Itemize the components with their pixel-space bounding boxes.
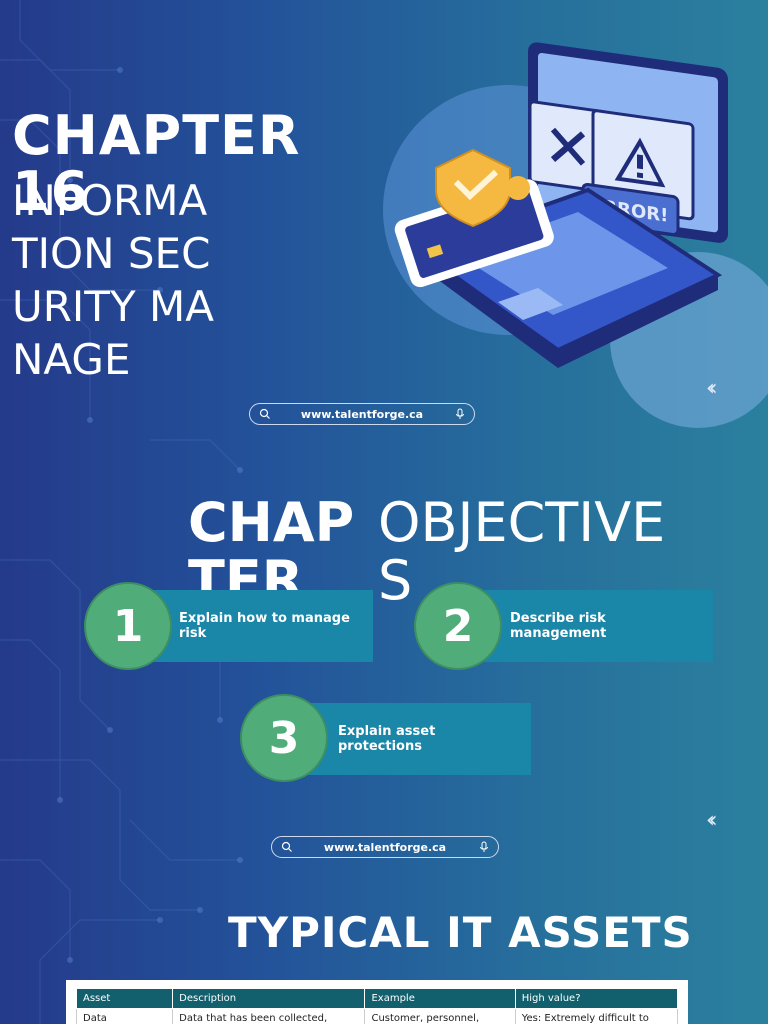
objective-number-2: 2 xyxy=(414,582,502,670)
objective-text: Describe risk management xyxy=(510,611,607,641)
objective-text: Explain asset protections xyxy=(338,724,436,754)
table-header-cell: Asset xyxy=(75,988,174,1009)
search-bar[interactable]: www.talentforge.ca xyxy=(249,403,475,425)
laptop-security-illustration: ERROR! xyxy=(383,42,768,428)
double-chevron-left-icon[interactable]: ‹‹ xyxy=(706,376,717,401)
assets-table: Asset Description Example High value? Da… xyxy=(75,988,679,1024)
table-cell: Data that has been collected, xyxy=(172,1008,366,1024)
chapter-subtitle: INFORMATION SECURITY MANAGE xyxy=(12,176,214,384)
table-cell: Customer, personnel, xyxy=(364,1008,516,1024)
table-cell: Data xyxy=(75,1008,174,1024)
search-url: www.talentforge.ca xyxy=(300,407,424,421)
double-chevron-left-icon[interactable]: ‹‹ xyxy=(706,808,717,833)
table-header-row: Asset Description Example High value? xyxy=(75,988,679,1009)
table-header-cell: Example xyxy=(364,988,516,1009)
table-header-cell: High value? xyxy=(514,988,679,1009)
objective-text: Explain how to manage risk xyxy=(179,611,350,641)
search-icon xyxy=(259,408,270,419)
mic-icon[interactable] xyxy=(455,408,465,420)
search-icon xyxy=(281,841,292,852)
objective-number-1: 1 xyxy=(84,582,172,670)
chapter-title: CHAPTER 16 xyxy=(12,104,301,223)
search-bar[interactable]: www.talentforge.ca xyxy=(271,836,499,858)
search-url: www.talentforge.ca xyxy=(323,840,447,854)
table-row: Data Data that has been collected, Custo… xyxy=(75,1008,679,1024)
mic-icon[interactable] xyxy=(479,841,489,853)
objectives-title-suffix: OBJECTIVES xyxy=(378,491,666,612)
table-header-cell: Description xyxy=(172,988,366,1009)
objective-item-3: Explain asset protections xyxy=(286,703,531,775)
objective-item-2: Describe risk management xyxy=(460,590,713,662)
objective-number-3: 3 xyxy=(240,694,328,782)
typical-it-assets-title: TYPICAL IT ASSETS xyxy=(228,908,693,957)
table-cell: Yes: Extremely difficult to xyxy=(514,1008,679,1024)
assets-table-container: Asset Description Example High value? Da… xyxy=(66,980,688,1024)
